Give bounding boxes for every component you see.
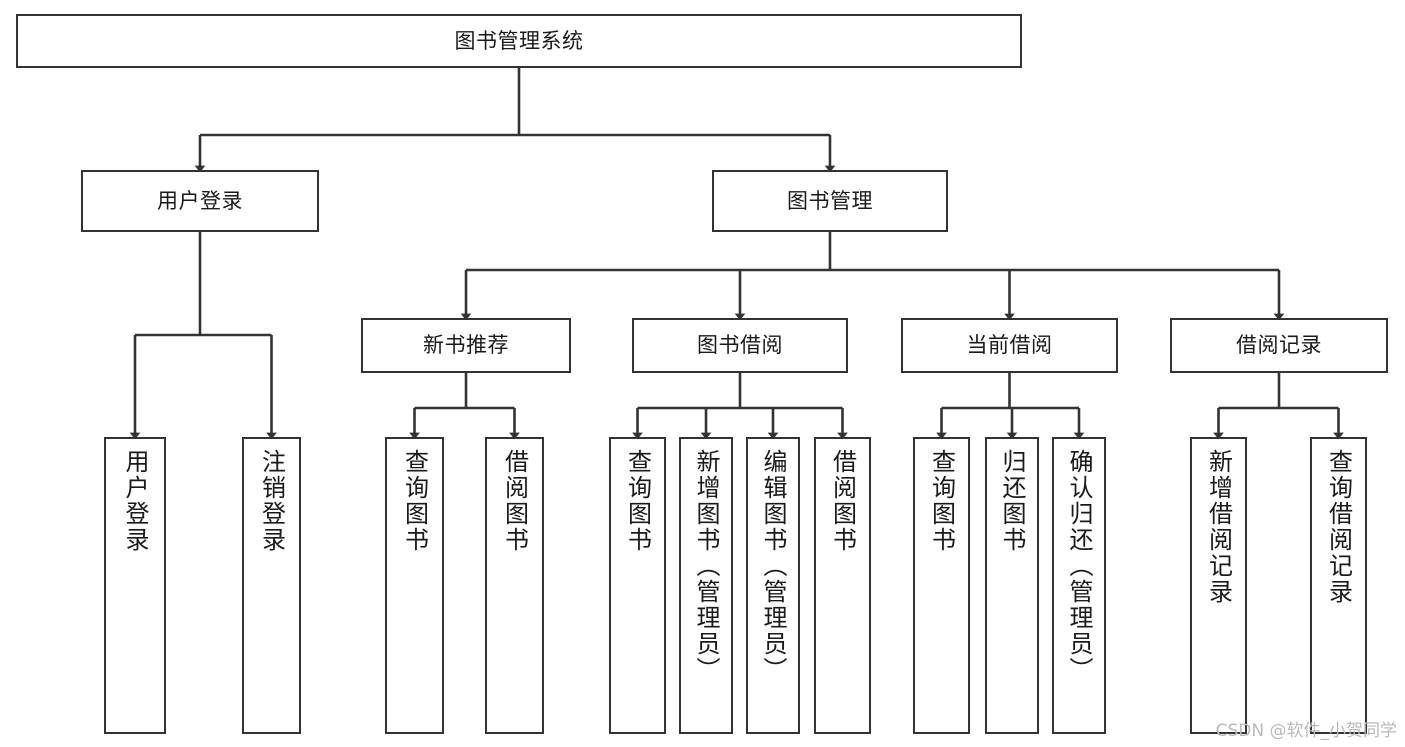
node-book-manage[interactable]: 图书管理: [712, 170, 948, 232]
node-label: 图书管理: [787, 188, 873, 213]
node-leaf-query-book-1[interactable]: 查询图书: [385, 437, 444, 734]
node-label: 当前借阅: [966, 333, 1053, 358]
node-leaf-add-record[interactable]: 新增借阅记录: [1190, 437, 1247, 734]
node-label: 查询图书: [400, 449, 429, 553]
node-label: 归还图书: [998, 449, 1026, 553]
node-label: 编辑图书（管理员）: [759, 449, 787, 683]
node-label: 查询图书: [623, 449, 652, 553]
node-leaf-borrow-book-2[interactable]: 借阅图书: [814, 437, 871, 734]
node-book-borrow[interactable]: 图书借阅: [632, 318, 848, 373]
node-leaf-query-book-2[interactable]: 查询图书: [609, 437, 666, 734]
node-label: 新增图书（管理员）: [692, 449, 720, 683]
node-leaf-borrow-book-1[interactable]: 借阅图书: [485, 437, 544, 734]
node-label: 新增借阅记录: [1204, 449, 1233, 605]
node-label: 借阅图书: [828, 449, 857, 553]
node-label: 图书管理系统: [454, 28, 584, 53]
node-leaf-return-book[interactable]: 归还图书: [985, 437, 1039, 734]
node-label: 用户登录: [121, 449, 149, 553]
node-label: 借阅记录: [1236, 333, 1322, 358]
node-leaf-query-book-3[interactable]: 查询图书: [913, 437, 970, 734]
node-label: 借阅图书: [500, 449, 529, 553]
node-label: 新书推荐: [423, 333, 509, 358]
node-leaf-confirm-return[interactable]: 确认归还（管理员）: [1052, 437, 1106, 734]
node-label: 注销登录: [257, 449, 286, 553]
node-leaf-logout[interactable]: 注销登录: [242, 437, 301, 734]
node-label: 确认归还（管理员）: [1065, 449, 1093, 683]
node-label: 查询图书: [927, 449, 956, 553]
node-root[interactable]: 图书管理系统: [16, 14, 1022, 68]
node-new-book-recommend[interactable]: 新书推荐: [361, 318, 571, 373]
node-user-login[interactable]: 用户登录: [81, 170, 319, 232]
node-borrow-record[interactable]: 借阅记录: [1170, 318, 1388, 373]
node-leaf-edit-book[interactable]: 编辑图书（管理员）: [746, 437, 800, 734]
node-leaf-add-book[interactable]: 新增图书（管理员）: [679, 437, 733, 734]
node-current-borrow[interactable]: 当前借阅: [901, 318, 1118, 373]
node-label: 用户登录: [157, 188, 243, 213]
node-leaf-query-record[interactable]: 查询借阅记录: [1310, 437, 1367, 734]
node-label: 图书借阅: [697, 333, 783, 358]
node-leaf-user-login[interactable]: 用户登录: [104, 437, 166, 734]
node-label: 查询借阅记录: [1324, 449, 1353, 605]
